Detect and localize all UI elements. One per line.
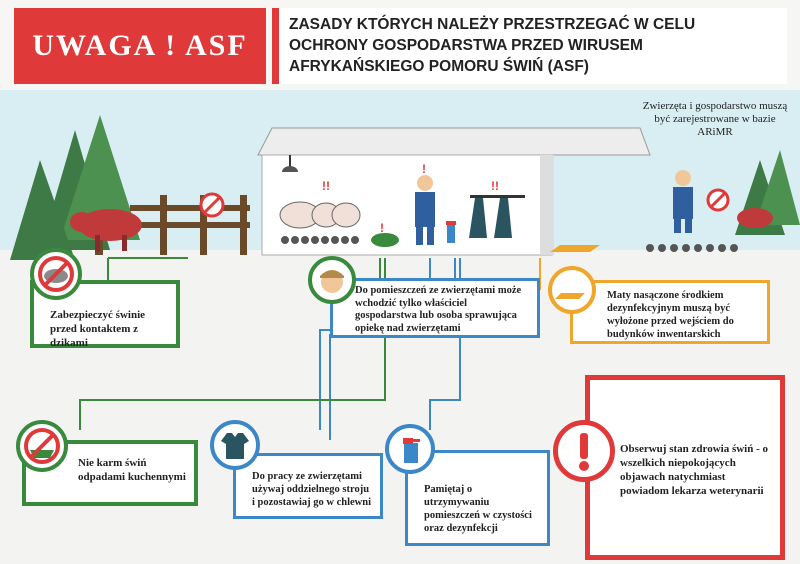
disinfectant-spray-icon [385,424,435,474]
svg-text:!: ! [422,162,426,176]
barn-building: !! ! ! !! [257,127,651,256]
fence [130,195,250,255]
rule-clean-text: Pamiętaj o utrzymywaniu pomieszczeń w cz… [424,484,532,534]
rule-access-text: Do pomieszczeń ze zwierzętami może wchod… [355,285,522,334]
disinfection-mat [550,245,600,252]
rule-mats-box: Maty nasączone środkiem dezynfekcyjnym m… [570,280,770,344]
rule-health-text: Obserwuj stan zdrowia świń - o wszelkich… [620,443,769,497]
rule-clean-box: Pamiętaj o utrzymywaniu pomieszczeń w cz… [405,450,550,546]
rule-clothes-text: Do pracy ze zwierzętami używaj oddzielne… [252,471,371,508]
rule-food-text: Nie karm świń odpadami kuchennymi [78,457,186,483]
registration-note: Zwierzęta i gospodarstwo muszą być zarej… [642,100,788,138]
work-clothes-icon [210,420,260,470]
no-entry-sign-icon [199,192,225,218]
svg-text:!: ! [380,221,384,235]
svg-text:!!: !! [491,179,499,193]
svg-text:!!: !! [322,179,330,193]
rule-wild-boar-text: Zabezpieczyć świnie przed kontaktem z dz… [50,309,146,349]
rule-access-box: Do pomieszczeń ze zwierzętami może wchod… [330,278,540,338]
farmer-right-illustration [646,170,773,252]
rule-clothes-box: Do pracy ze zwierzętami używaj oddzielne… [233,453,383,519]
exclamation-icon [553,420,615,482]
no-wild-boar-icon [30,248,82,300]
rule-health-box: Obserwuj stan zdrowia świń - o wszelkich… [585,375,785,560]
warning-banner: UWAGA ! ASF [14,8,266,84]
poster-title: ZASADY KTÓRYCH NALEŻY PRZESTRZEGAĆ W CEL… [272,8,787,84]
disinfection-mat-icon [548,266,596,314]
no-food-waste-icon [16,420,68,472]
wild-boar-illustration [70,209,142,251]
rule-mats-text: Maty nasączone środkiem dezynfekcyjnym m… [607,290,734,340]
farmer-face-icon [308,256,356,304]
